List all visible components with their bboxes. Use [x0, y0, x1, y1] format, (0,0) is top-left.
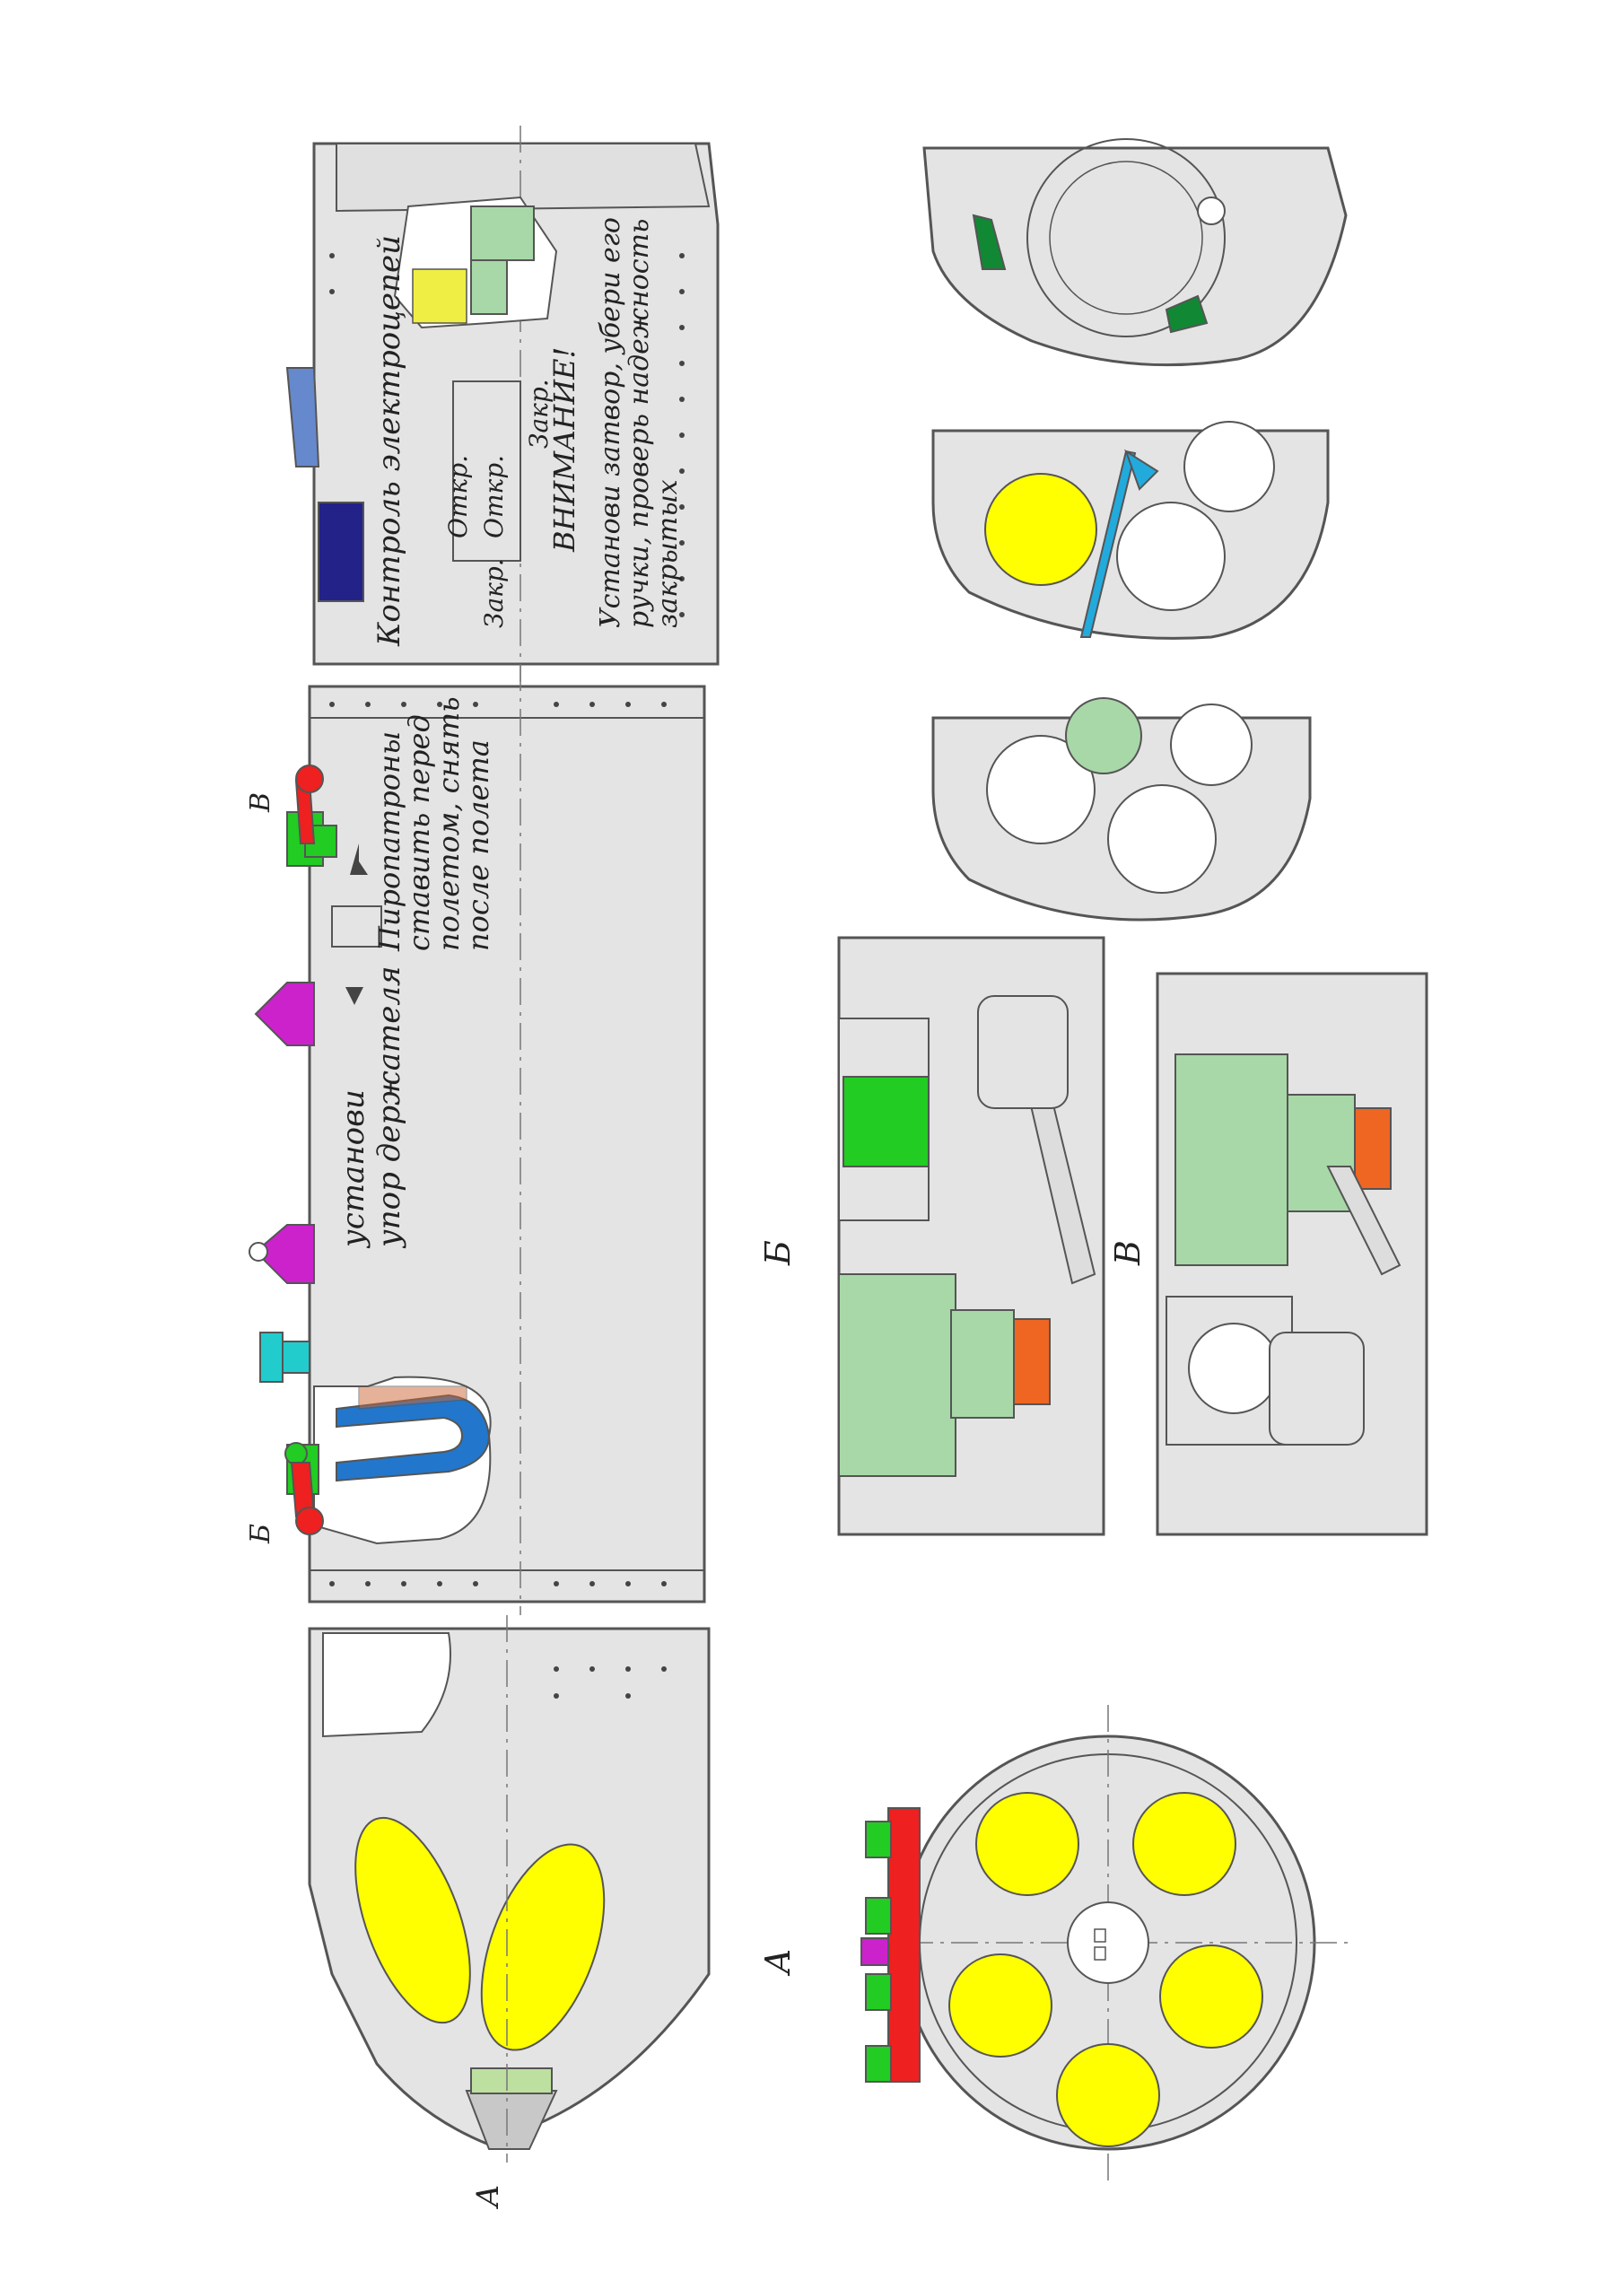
fitting-b-hook: [284, 1442, 324, 1535]
round2-cartridge: [984, 473, 1097, 586]
circuit-control-label: Контроль электроцепей: [371, 235, 407, 647]
arrow-marker: [345, 987, 363, 1005]
a-cartridge-4: [1056, 2043, 1160, 2147]
view-a-title: А: [758, 1948, 798, 1977]
nose-rivets: [554, 1666, 667, 1699]
open-label-2: Откр.: [479, 455, 509, 538]
closed-label-1: Закр.: [479, 558, 509, 628]
view-v-title: В: [1108, 1240, 1148, 1266]
view-v-arrow-label: В: [245, 792, 276, 813]
tail-latch: [285, 367, 320, 468]
fitting-v-hook: [286, 765, 337, 867]
middle-section: [308, 664, 706, 1615]
a-cartridge-5: [948, 1953, 1052, 2058]
view-b-title: Б: [758, 1240, 798, 1266]
v-plug-orange: [1354, 1107, 1392, 1190]
holder-note-line-2: упор держателя: [371, 966, 407, 1249]
round3-clip-2: [1165, 294, 1209, 334]
tail-rivets: [329, 253, 685, 617]
round2-lever: [1079, 450, 1137, 638]
holder-note-line-1: установи: [336, 1089, 371, 1249]
pyro-note-line-1: Пиропатроны: [372, 731, 406, 952]
mount-magenta-2: [249, 1224, 315, 1284]
view-v-detail: [1156, 972, 1428, 1536]
warning-line-2: ручки, проверь надежность: [624, 219, 655, 628]
circuit-control-box: [452, 380, 521, 562]
a-cartridge-3: [1159, 1944, 1263, 2049]
text-labels: А Б В А Б В установи упор держателя Пиро…: [245, 217, 1148, 2209]
section-round-1: [931, 697, 1312, 922]
u-channel: [336, 1394, 491, 1482]
attention-label: ВНИМАНИЕ!: [547, 347, 581, 553]
view-a-end-view: [860, 1705, 1355, 2180]
warning-line-1: Установи затвор, убери его: [595, 217, 626, 628]
mount-magenta-1: [254, 982, 315, 1046]
open-label-1: Откр.: [443, 455, 473, 538]
b-plug-orange: [1013, 1318, 1051, 1405]
a-cartridge-2: [1132, 1792, 1236, 1896]
rotated-sheet: А Б В А Б В установи упор держателя Пиро…: [245, 126, 1428, 2209]
connector-cyan: [259, 1332, 310, 1383]
pyro-note-line-2: ставить перед: [402, 714, 436, 951]
view-a-arrow-label: А: [470, 2184, 506, 2209]
access-hatch: [331, 905, 382, 948]
nose-cartridge-left: [354, 1816, 471, 2024]
middle-rivets: [329, 702, 667, 1586]
tail-section: [285, 126, 720, 682]
warning-line-3: закрытых: [652, 479, 684, 628]
circuit-panel-navy: [318, 502, 364, 602]
pyro-note-line-3: полетом, снять: [432, 696, 466, 951]
a-cartridge-1: [975, 1792, 1079, 1896]
round3-clip-1: [972, 214, 1007, 270]
view-b-detail: [837, 936, 1105, 1536]
pyro-note-line-4: после полета: [461, 739, 495, 951]
nose-cartridge-right: [480, 1843, 606, 2051]
closed-label-2: Закр.: [524, 379, 554, 449]
section-round-3: [922, 138, 1348, 367]
nose-section: [308, 1615, 711, 2163]
section-round-2: [931, 421, 1330, 640]
view-b-arrow-label: Б: [245, 1524, 276, 1544]
mesh-filter: [412, 268, 467, 324]
